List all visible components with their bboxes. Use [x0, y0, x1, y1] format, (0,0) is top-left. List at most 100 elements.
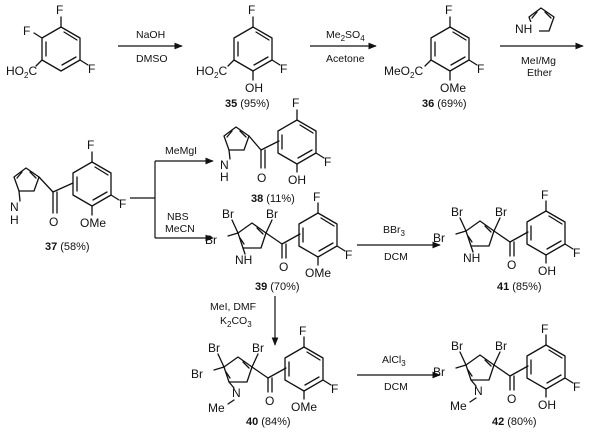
atom-br: Br: [208, 341, 220, 355]
atom-n: N: [232, 386, 241, 400]
atom-h: H: [220, 170, 229, 184]
atom-f: F: [119, 197, 126, 211]
atom-n: N: [10, 200, 19, 214]
compound-40: Br Br Br N Me O F F OMe 40(84%): [191, 324, 338, 428]
atom-me: Me: [450, 399, 467, 413]
atom-br: Br: [222, 207, 234, 221]
atom-nh: NH: [463, 251, 480, 265]
compound-label: 37(58%): [45, 241, 90, 253]
compound-37: N H O F F OMe 37(58%): [10, 138, 126, 253]
atom-oh: OH: [538, 398, 556, 412]
atom-f: F: [292, 96, 299, 110]
reagent-k2co3: K2CO3: [220, 315, 252, 329]
atom-br: Br: [252, 341, 264, 355]
atom-f: F: [248, 3, 255, 17]
label-sub: 2: [410, 71, 415, 80]
atom-br: Br: [191, 367, 203, 381]
atom-ome: OMe: [80, 216, 106, 230]
compound-42: Br Br Br N Me O F F OH 42(80%): [433, 322, 580, 428]
compound-label: 36(69%): [422, 98, 467, 110]
atom-f: F: [477, 62, 484, 76]
atom-n: N: [474, 384, 483, 398]
compound-38: N H O F F OH 38(11%): [220, 96, 331, 205]
atom-f: F: [324, 155, 331, 169]
compound-35: F F OH HO2C 35(95%): [196, 3, 287, 110]
atom-f: F: [313, 190, 320, 204]
reagent-dcm: DCM: [384, 381, 408, 393]
atom-f: F: [87, 138, 94, 152]
label-c: C: [28, 64, 37, 78]
atom-o: O: [49, 215, 58, 229]
atom-f: F: [280, 62, 287, 76]
reagent-nbs: NBS: [167, 211, 189, 223]
atom-o: O: [507, 392, 516, 406]
atom-f: F: [345, 248, 352, 262]
compound-36: F F OMe MeO2C 36(69%): [384, 3, 484, 110]
atom-oh: OH: [538, 264, 556, 278]
reagent-mei-dmf: MeI, DMF: [210, 301, 256, 313]
atom-br: Br: [451, 205, 463, 219]
label-c: C: [414, 64, 423, 78]
atom-f: F: [299, 324, 306, 338]
atom-n: N: [220, 158, 229, 172]
atom-me: Me: [208, 401, 225, 415]
atom-br: Br: [266, 207, 278, 221]
atom-f: F: [88, 62, 95, 76]
reagent-mecn: MeCN: [165, 223, 195, 235]
atom-br: Br: [495, 205, 507, 219]
atom-oh: OH: [245, 81, 263, 95]
atom-h: H: [10, 213, 19, 227]
reagent-memgi: MeMgI: [165, 145, 197, 157]
reagent-mei-mg: MeI/Mg: [521, 55, 556, 67]
atom-f: F: [23, 24, 30, 38]
label-ho: HO: [196, 64, 214, 78]
atom-o: O: [279, 260, 288, 274]
reagent-pyrrole: NH: [513, 7, 555, 36]
compound-41: Br Br Br NH O F F OH 41(85%): [433, 188, 580, 293]
compound-label: 40(84%): [246, 416, 291, 428]
atom-br: Br: [205, 233, 217, 247]
reagent-ether: Ether: [527, 67, 553, 79]
atom-oh: OH: [288, 173, 306, 187]
svg-text:HO2C: HO2C: [6, 64, 37, 80]
atom-br: Br: [433, 365, 445, 379]
atom-f: F: [331, 382, 338, 396]
atom-br: Br: [433, 231, 445, 245]
svg-text:MeO2C: MeO2C: [384, 64, 423, 80]
label-ho: HO: [6, 64, 24, 78]
reagent-dmso: DMSO: [136, 53, 168, 65]
reagent-naoh: NaOH: [136, 29, 165, 41]
starting-material-trifluorobenzoic-acid: F F F HO2C: [6, 3, 95, 80]
reagent-me2so4: Me2SO4: [326, 29, 365, 43]
label-sub: 2: [214, 71, 219, 80]
atom-f: F: [541, 322, 548, 336]
compound-label: 38(11%): [251, 193, 295, 205]
atom-br: Br: [451, 339, 463, 353]
atom-o: O: [257, 171, 266, 185]
atom-f: F: [445, 3, 452, 17]
atom-f: F: [573, 380, 580, 394]
atom-f: F: [56, 3, 63, 17]
compound-39: Br Br Br NH O F F OMe 39(70%): [205, 190, 352, 293]
label-c: C: [218, 64, 227, 78]
atom-f: F: [541, 188, 548, 202]
atom-nh: NH: [235, 253, 252, 267]
reagent-dcm: DCM: [384, 251, 408, 263]
atom-o: O: [265, 394, 274, 408]
atom-ome: OMe: [440, 81, 466, 95]
label-sub: 2: [24, 71, 29, 80]
reagent-acetone: Acetone: [326, 53, 365, 65]
atom-ome: OMe: [305, 266, 331, 280]
compound-label: 41(85%): [497, 281, 542, 293]
compound-label: 39(70%): [255, 281, 300, 293]
atom-ome: OMe: [291, 400, 317, 414]
atom-f: F: [573, 246, 580, 260]
reagent-alcl3: AlCl3: [382, 354, 406, 368]
label-meo: MeO: [384, 64, 410, 78]
atom-o: O: [507, 258, 516, 272]
reagent-bbr3: BBr3: [383, 224, 406, 238]
svg-text:HO2C: HO2C: [196, 64, 227, 80]
atom-br: Br: [495, 339, 507, 353]
compound-label: 35(95%): [225, 98, 270, 110]
